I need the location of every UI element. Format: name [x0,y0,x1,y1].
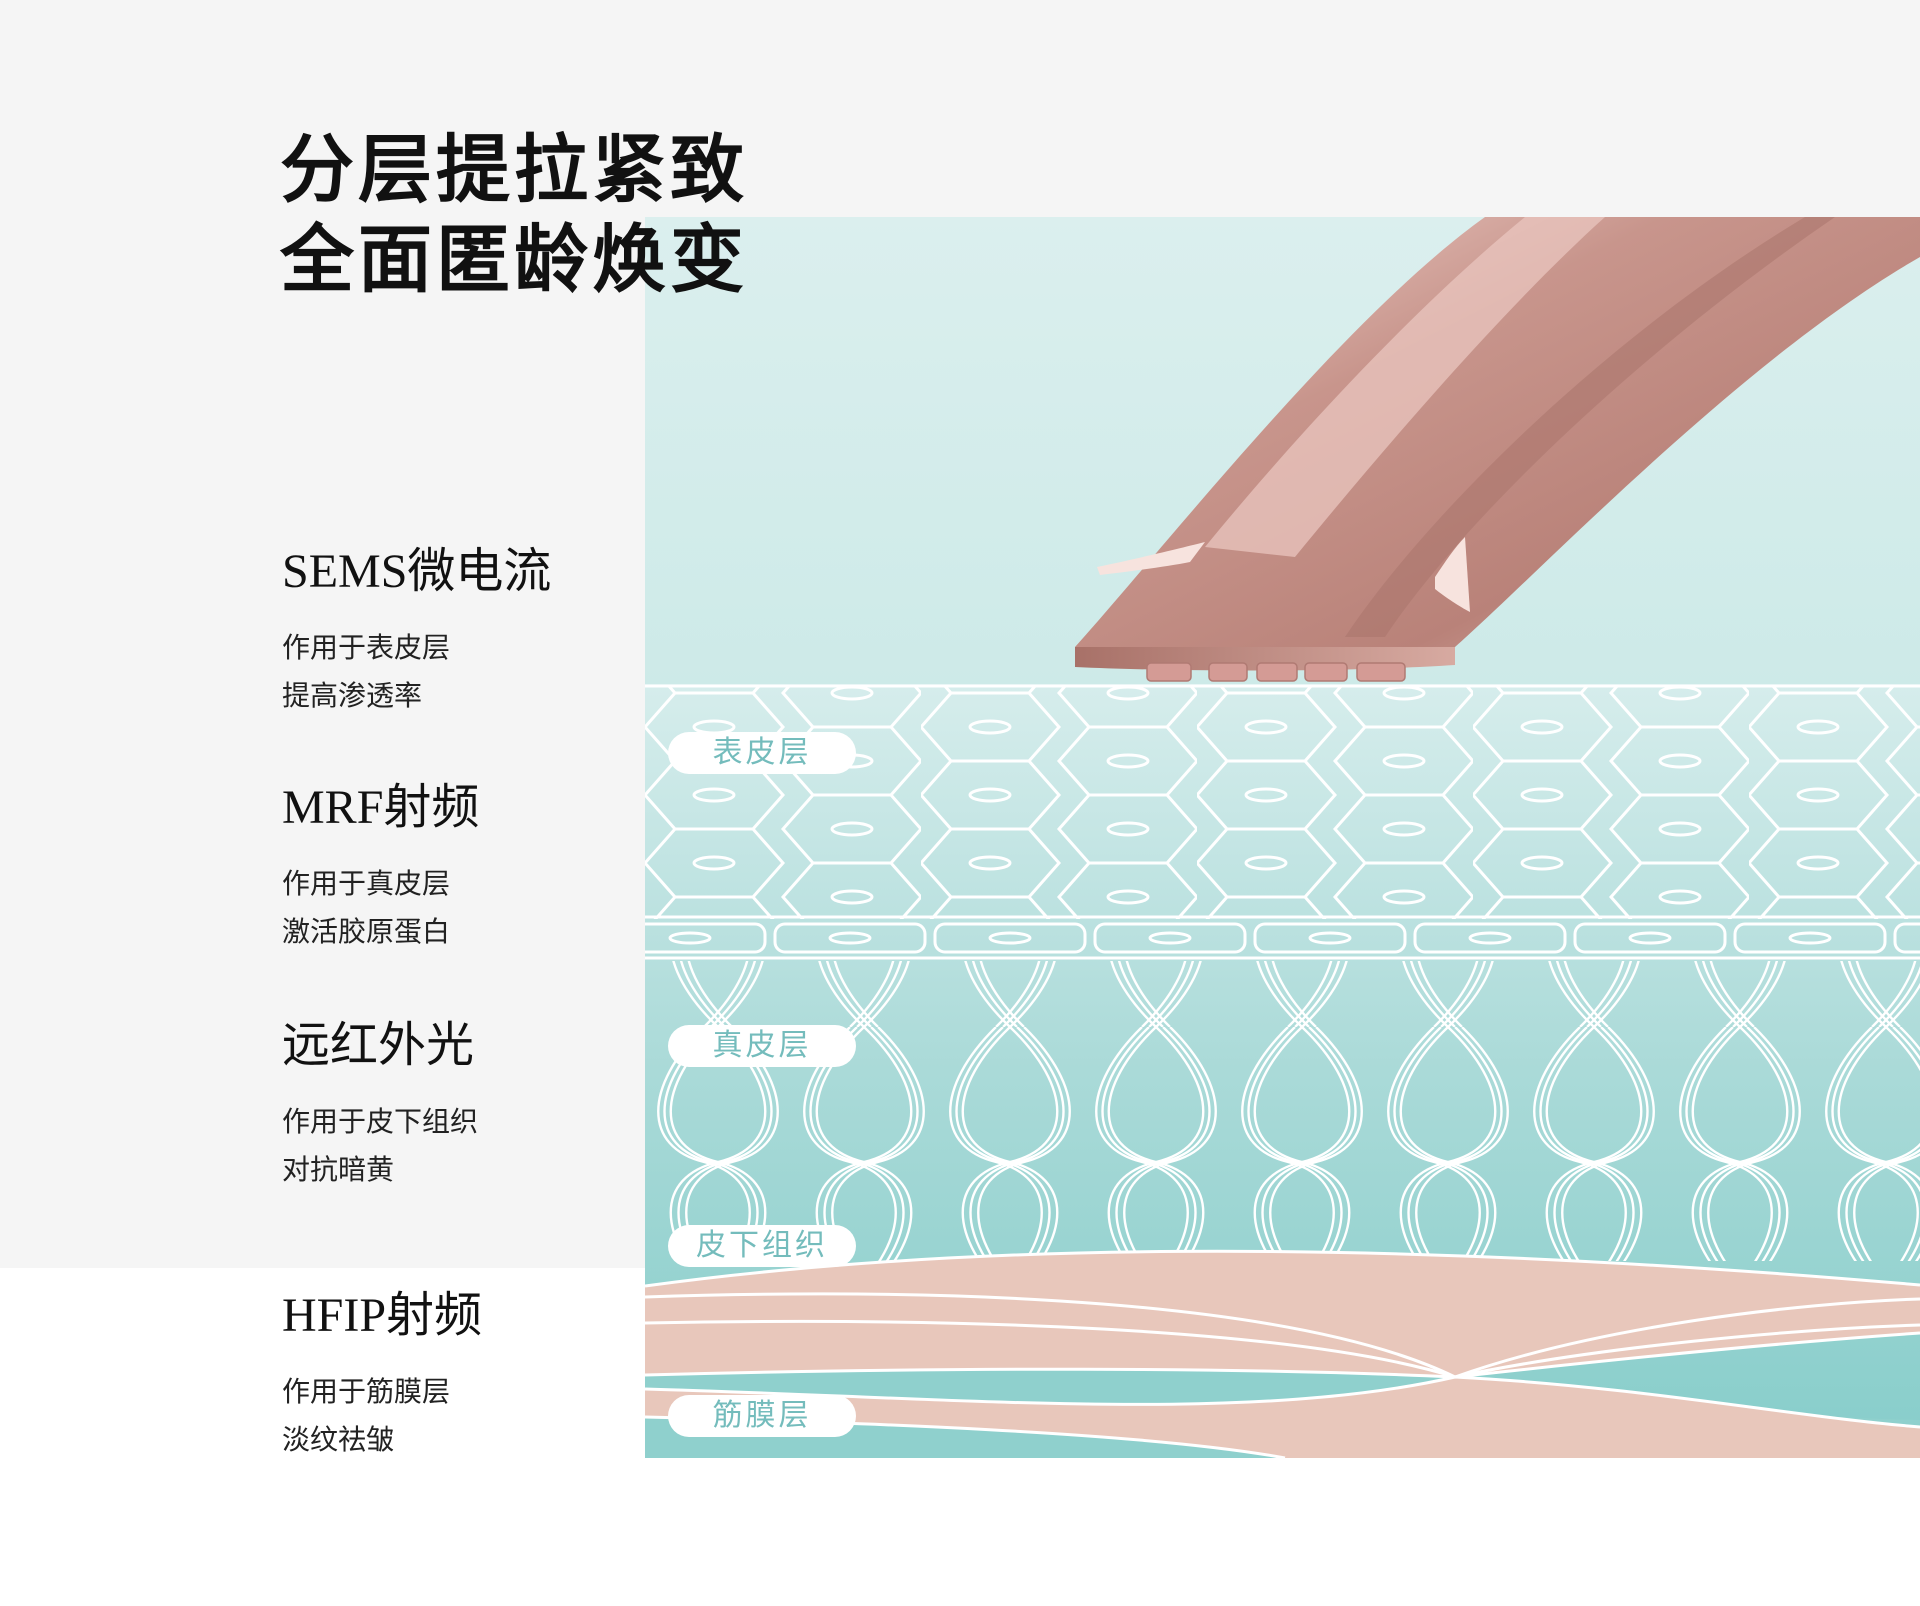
tech-desc: 作用于表皮层 提高渗透率 [282,624,551,720]
tech-desc-line-1: 作用于真皮层 [282,868,451,899]
tech-desc-line-2: 提高渗透率 [282,680,423,711]
tech-desc-line-2: 激活胶原蛋白 [282,916,451,947]
skin-layers-illustration [645,217,1920,1458]
page-title: 分层提拉紧致 全面匿龄焕变 [280,125,748,305]
tech-name: HFIP射频 [282,1289,483,1342]
tech-desc: 作用于皮下组织 对抗暗黄 [282,1098,478,1194]
tech-name: MRF射频 [282,781,480,834]
tech-desc: 作用于真皮层 激活胶原蛋白 [282,860,479,956]
tech-hfip: HFIP射频 作用于筋膜层 淡纹祛皱 [282,1286,482,1464]
tech-desc-line-2: 淡纹祛皱 [282,1424,395,1455]
tech-name: SEMS微电流 [282,545,552,598]
layer-label-epidermis: 表皮层 [668,732,856,774]
layer-label-fascia: 筋膜层 [668,1395,856,1437]
device-head [1075,217,1920,682]
tech-desc-line-1: 作用于筋膜层 [282,1376,451,1407]
tech-desc-line-1: 作用于表皮层 [282,632,451,663]
title-line-2: 全面匿龄焕变 [280,217,748,303]
layer-label-dermis: 真皮层 [668,1025,856,1067]
tech-desc-line-1: 作用于皮下组织 [282,1106,479,1137]
tech-far-infrared: 远红外光 作用于皮下组织 对抗暗黄 [282,1016,478,1194]
tech-desc: 作用于筋膜层 淡纹祛皱 [282,1368,482,1464]
title-line-1: 分层提拉紧致 [280,127,748,213]
layer-label-subcutaneous: 皮下组织 [668,1225,856,1267]
tech-desc-line-2: 对抗暗黄 [282,1154,395,1185]
tech-name: 远红外光 [282,1019,475,1072]
tech-sems: SEMS微电流 作用于表皮层 提高渗透率 [282,542,551,720]
tech-mrf: MRF射频 作用于真皮层 激活胶原蛋白 [282,778,479,956]
